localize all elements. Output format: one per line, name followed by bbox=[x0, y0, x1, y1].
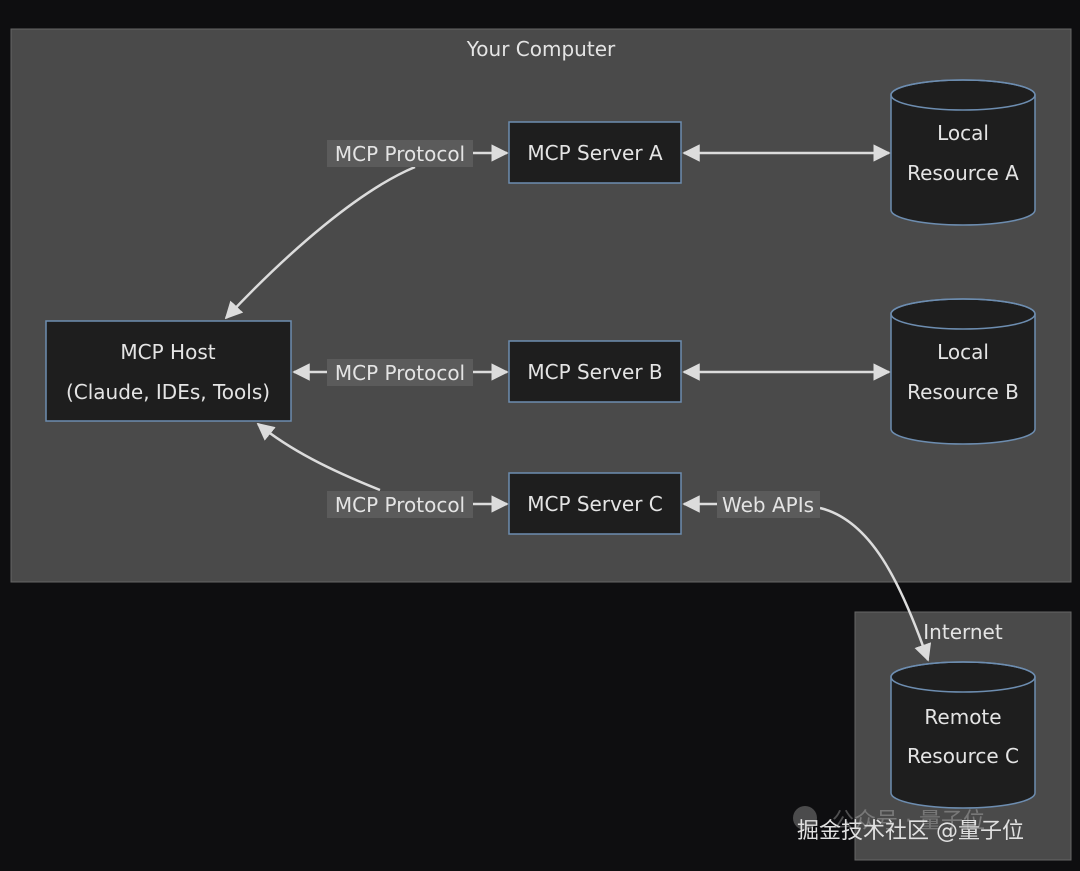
node-mcp-server-c[interactable]: MCP Server C bbox=[508, 472, 682, 535]
edge-host-server-c: MCP Protocol bbox=[256, 422, 509, 518]
node-label: Resource C bbox=[907, 744, 1019, 768]
node-label: MCP Server A bbox=[527, 141, 663, 165]
node-label: Remote bbox=[924, 705, 1001, 729]
edge-label: MCP Protocol bbox=[335, 493, 465, 517]
node-mcp-host[interactable]: MCP Host (Claude, IDEs, Tools) bbox=[45, 320, 292, 422]
group-title-internet: Internet bbox=[923, 620, 1003, 644]
edge-label: Web APIs bbox=[722, 493, 814, 517]
edge-server-c-web-apis: Web APIs bbox=[682, 491, 932, 662]
node-label: Local bbox=[937, 121, 989, 145]
edge-host-server-a: MCP Protocol bbox=[224, 140, 509, 320]
node-local-resource-b[interactable]: Local Resource B bbox=[890, 298, 1036, 445]
wechat-icon bbox=[793, 806, 817, 830]
group-title-your-computer: Your Computer bbox=[466, 37, 616, 61]
node-mcp-server-a[interactable]: MCP Server A bbox=[508, 121, 682, 184]
node-label: MCP Server B bbox=[527, 360, 662, 384]
watermark-faint: 公众号 · 量子位 bbox=[832, 809, 985, 834]
edge-host-server-b: MCP Protocol bbox=[292, 359, 509, 386]
node-remote-resource-c[interactable]: Remote Resource C bbox=[890, 661, 1036, 809]
edge-label: MCP Protocol bbox=[335, 361, 465, 385]
node-label: Local bbox=[937, 340, 989, 364]
watermark-main: 掘金技术社区 @量子位 bbox=[797, 819, 1024, 844]
node-mcp-server-b[interactable]: MCP Server B bbox=[508, 340, 682, 403]
watermark: 公众号 · 量子位 掘金技术社区 @量子位 bbox=[793, 806, 1024, 844]
node-label: Resource B bbox=[907, 380, 1019, 404]
edge-label: MCP Protocol bbox=[335, 142, 465, 166]
node-label: MCP Server C bbox=[527, 492, 663, 516]
node-local-resource-a[interactable]: Local Resource A bbox=[890, 79, 1036, 226]
node-label: MCP Host bbox=[120, 340, 215, 364]
node-label: Resource A bbox=[907, 161, 1019, 185]
node-label: (Claude, IDEs, Tools) bbox=[66, 380, 270, 404]
